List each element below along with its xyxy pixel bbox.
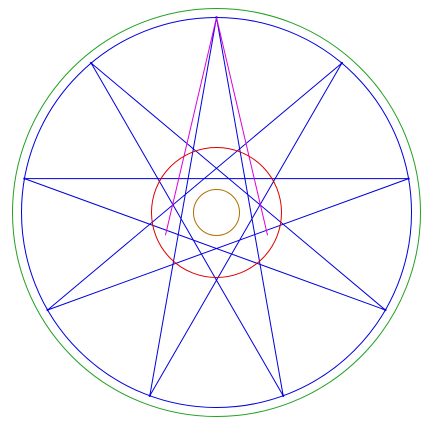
star-edge bbox=[47, 62, 343, 311]
star-vertex bbox=[340, 61, 344, 65]
star-edge bbox=[47, 178, 409, 311]
star-vertex bbox=[46, 308, 49, 312]
star-edge bbox=[149, 17, 217, 396]
star-vertex bbox=[281, 394, 285, 397]
star-edge bbox=[90, 62, 386, 311]
star-vertex bbox=[23, 177, 26, 180]
star-vertex bbox=[407, 177, 410, 180]
star-edge bbox=[216, 17, 284, 396]
star-polygon bbox=[24, 17, 409, 396]
star-vertex bbox=[384, 308, 387, 312]
highlight-triangle bbox=[164, 17, 269, 236]
star-edge bbox=[90, 62, 284, 396]
star-vertices bbox=[23, 16, 410, 397]
star-vertex bbox=[89, 61, 93, 65]
center-circle bbox=[193, 189, 240, 236]
circumscribed-circle bbox=[21, 17, 412, 408]
inner-circle bbox=[151, 147, 282, 278]
star-edge bbox=[24, 178, 386, 311]
star-edge bbox=[149, 62, 343, 396]
outer-circle bbox=[12, 8, 421, 417]
star-vertex bbox=[148, 394, 152, 397]
